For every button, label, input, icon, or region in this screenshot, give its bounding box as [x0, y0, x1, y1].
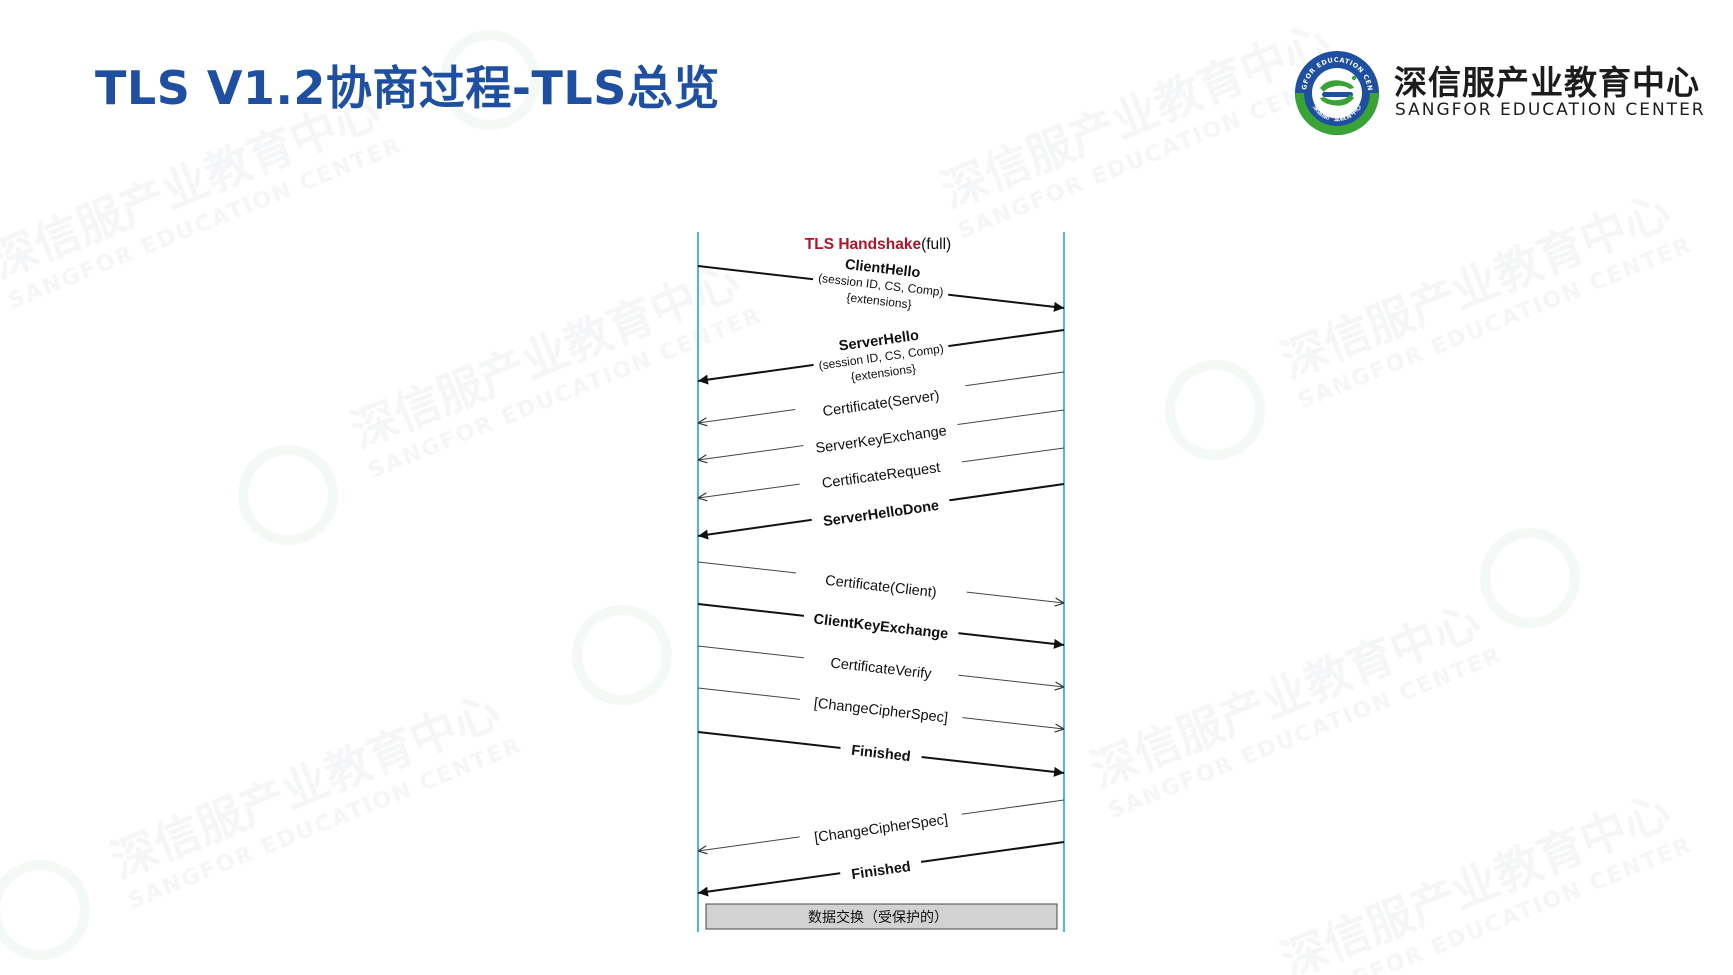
message-label-background [802, 418, 960, 460]
data-exchange-box [705, 903, 1058, 930]
message-label-background [798, 690, 964, 730]
brand-name-en: SANGFOR EDUCATION CENTER [1395, 100, 1706, 120]
message-label-background [794, 566, 968, 606]
message-label: Finished [850, 743, 911, 766]
brand-logo: SANGFOR EDUCATION CENTER 深信服产业教育中心 深信服产业… [1292, 48, 1712, 138]
message-label-background [810, 320, 952, 392]
sangfor-seal-icon: SANGFOR EDUCATION CENTER 深信服产业教育中心 [1292, 48, 1379, 135]
message-group: ClientHello(session ID, CS, Comp){extens… [698, 250, 1064, 897]
message-label: [ChangeCipherSpec] [813, 812, 949, 846]
message-label-background [839, 738, 923, 768]
data-exchange-label: 数据交换（受保护的） [808, 909, 948, 926]
page-title: TLS V1.2协商过程-TLS总览 [95, 61, 720, 115]
message-label-background [802, 607, 960, 645]
diagram-title-bold: TLS Handshake [805, 236, 922, 253]
diagram-title: TLS Handshake(full) [805, 236, 951, 253]
message-label: Certificate(Server) [822, 388, 941, 420]
message-label-background [810, 493, 952, 533]
message-label: ServerKeyExchange [815, 423, 948, 457]
brand-name-cn: 深信服产业教育中心 [1394, 63, 1700, 102]
diagram-title-suffix: (full) [921, 236, 951, 253]
message-label-background [839, 854, 923, 886]
message-label-background [794, 381, 968, 425]
message-label-background [810, 250, 952, 318]
message-label-background [798, 806, 964, 850]
message-label-background [798, 454, 964, 496]
message-label-background [802, 649, 960, 687]
message-label: CertificateRequest [821, 460, 941, 492]
message-label: ServerHelloDone [822, 498, 940, 530]
